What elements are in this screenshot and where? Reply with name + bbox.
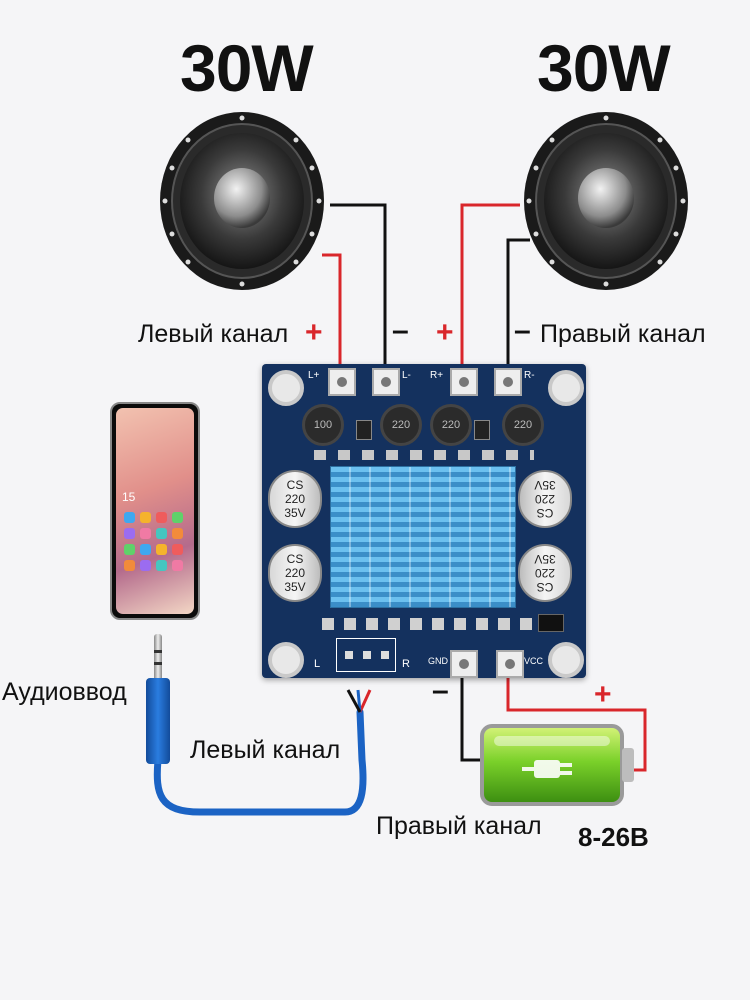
ic-chip — [538, 614, 564, 632]
terminal-right-plus — [450, 368, 478, 396]
terminal-left-minus — [372, 368, 400, 396]
left-speaker-icon — [160, 112, 324, 290]
silk-input-r: R — [402, 658, 410, 670]
inductor-2: 220 — [380, 404, 422, 446]
silk-right-minus: R- — [524, 370, 535, 381]
mount-hole-icon — [548, 370, 584, 406]
smd-cap — [356, 420, 372, 440]
right-speaker-icon — [524, 112, 688, 290]
silk-vcc: VCC — [524, 656, 544, 666]
terminal-vcc — [496, 650, 524, 678]
right-channel-label: Правый канал — [540, 320, 706, 348]
mount-hole-icon — [268, 642, 304, 678]
left-minus-sign: – — [392, 314, 409, 347]
gnd-black-wire — [460, 665, 488, 762]
smd-row — [314, 450, 534, 460]
terminal-gnd — [450, 650, 478, 678]
audio-input-label: Аудиоввод — [2, 678, 127, 706]
right-speaker-red-wire — [460, 203, 520, 370]
silk-input-l: L — [314, 658, 321, 670]
smartphone: 15 — [110, 402, 200, 620]
gnd-minus-sign: – — [432, 674, 449, 707]
silk-right-plus: R+ — [430, 370, 444, 381]
inductor-4: 220 — [502, 404, 544, 446]
vcc-red-wire — [506, 665, 647, 772]
audio-cable — [153, 708, 367, 816]
mount-hole-icon — [268, 370, 304, 406]
right-channel-bottom-label: Правый канал — [376, 812, 542, 840]
silk-left-minus: L- — [402, 370, 411, 381]
left-speaker-red-wire — [322, 253, 342, 370]
phone-screen — [116, 408, 194, 614]
silk-gnd: GND — [428, 656, 448, 666]
heatsink — [330, 466, 516, 608]
app-grid-icon — [124, 512, 186, 596]
inductor-1: 100 — [302, 404, 344, 446]
right-minus-sign: – — [514, 314, 531, 347]
terminal-left-plus — [328, 368, 356, 396]
mount-hole-icon — [548, 642, 584, 678]
left-channel-label: Левый канал — [138, 320, 289, 348]
audio-jack-icon — [146, 634, 170, 764]
audio-wire-red — [358, 689, 372, 713]
vcc-plus-sign: + — [594, 678, 612, 711]
voltage-label: 8-26В — [578, 822, 649, 852]
left-speaker-power: 30W — [180, 31, 314, 105]
left-channel-bottom-label: Левый канал — [190, 736, 341, 764]
audio-input-header — [336, 638, 396, 672]
inductor-3: 220 — [430, 404, 472, 446]
battery-icon — [480, 724, 634, 806]
terminal-right-minus — [494, 368, 522, 396]
smd-cap — [474, 420, 490, 440]
phone-clock: 15 — [122, 490, 136, 504]
left-plus-sign: + — [305, 316, 323, 349]
smd-row — [322, 618, 532, 630]
right-plus-sign: + — [436, 316, 454, 349]
silk-left-plus: L+ — [308, 370, 320, 381]
audio-wire-black — [346, 689, 362, 713]
right-speaker-power: 30W — [537, 31, 671, 105]
left-speaker-black-wire — [330, 203, 387, 370]
right-speaker-black-wire — [506, 238, 530, 370]
